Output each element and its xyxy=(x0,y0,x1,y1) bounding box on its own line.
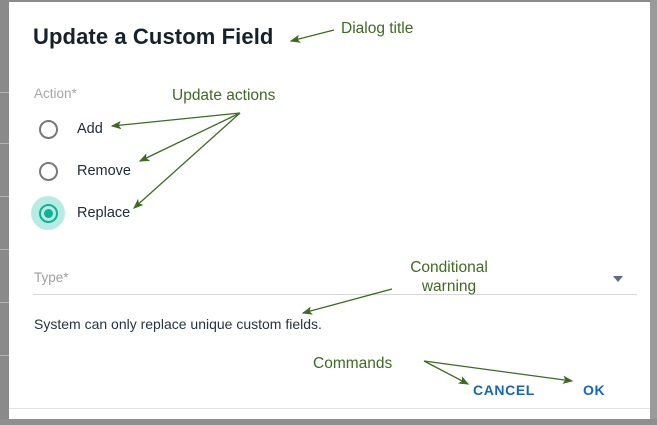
radio-option-remove[interactable]: Remove xyxy=(31,154,131,188)
radio-label-add: Add xyxy=(77,121,103,137)
page-title: Update a Custom Field xyxy=(33,24,274,49)
radio-unchecked-icon xyxy=(38,161,58,181)
edge-seam xyxy=(0,92,9,93)
type-field-label: Type* xyxy=(34,270,69,285)
radio-remove-hitarea[interactable] xyxy=(31,154,65,188)
radio-label-remove: Remove xyxy=(77,163,131,179)
radio-checked-icon xyxy=(38,203,58,223)
cancel-button[interactable]: CANCEL xyxy=(473,382,535,398)
chevron-down-icon[interactable] xyxy=(613,276,623,282)
window-edge-right xyxy=(650,0,657,425)
conditional-warning-text: System can only replace unique custom fi… xyxy=(34,316,322,332)
window-edge-left xyxy=(0,0,9,425)
radio-add-hitarea[interactable] xyxy=(31,112,65,146)
radio-unchecked-icon xyxy=(38,119,58,139)
radio-option-add[interactable]: Add xyxy=(31,112,103,146)
edge-seam xyxy=(0,196,9,197)
edge-seam xyxy=(0,143,9,144)
radio-dot xyxy=(43,208,53,218)
edge-seam xyxy=(0,302,9,303)
window-edge-top xyxy=(0,0,657,2)
update-custom-field-dialog: Update a Custom Field Action* Add Remove… xyxy=(9,2,650,419)
radio-option-replace[interactable]: Replace xyxy=(31,196,130,230)
edge-seam xyxy=(0,249,9,250)
window-edge-bottom xyxy=(0,419,657,425)
action-field-label: Action* xyxy=(34,86,77,101)
radio-label-replace: Replace xyxy=(77,205,131,221)
edge-seam xyxy=(0,355,9,356)
type-select-underline[interactable] xyxy=(33,294,637,295)
footer-divider xyxy=(9,408,650,409)
radio-replace-hitarea[interactable] xyxy=(31,196,65,230)
ok-button[interactable]: OK xyxy=(583,382,606,398)
